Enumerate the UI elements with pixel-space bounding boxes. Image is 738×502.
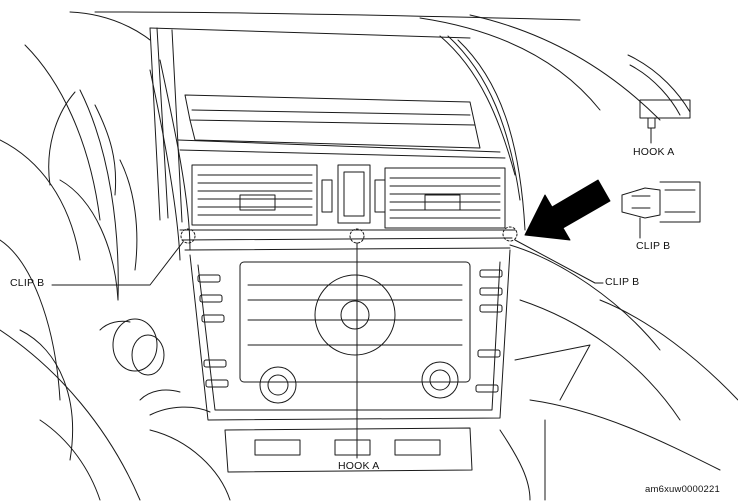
gauge-arcs [48, 91, 138, 271]
dashboard-right-outline [499, 244, 738, 501]
air-vents [191, 164, 506, 229]
display-housing [177, 94, 506, 159]
figure-code: am6xuw0000221 [645, 484, 720, 495]
clip-b-left-marker [180, 228, 196, 244]
clip-b-right-marker [502, 226, 518, 242]
hook-a-detail [627, 54, 691, 144]
top-dash-lines [94, 11, 661, 121]
audio-unit [197, 261, 503, 404]
clip-b-right-label: CLIP B [605, 276, 640, 288]
left-knob [99, 318, 211, 416]
hook-a-marker [349, 228, 365, 244]
hook-a-bottom-label: HOOK A [338, 460, 380, 472]
leader-lines [51, 239, 604, 459]
direction-arrow-icon [524, 179, 611, 241]
clip-b-left-label: CLIP B [10, 277, 45, 289]
hook-a-detail-label: HOOK A [633, 146, 675, 158]
console-bezel [149, 27, 526, 421]
climate-panel [224, 427, 473, 473]
clip-b-detail [621, 181, 701, 239]
lower-left-lines [0, 329, 231, 501]
dashboard-left-outline [0, 11, 191, 461]
clip-b-detail-label: CLIP B [636, 240, 671, 252]
